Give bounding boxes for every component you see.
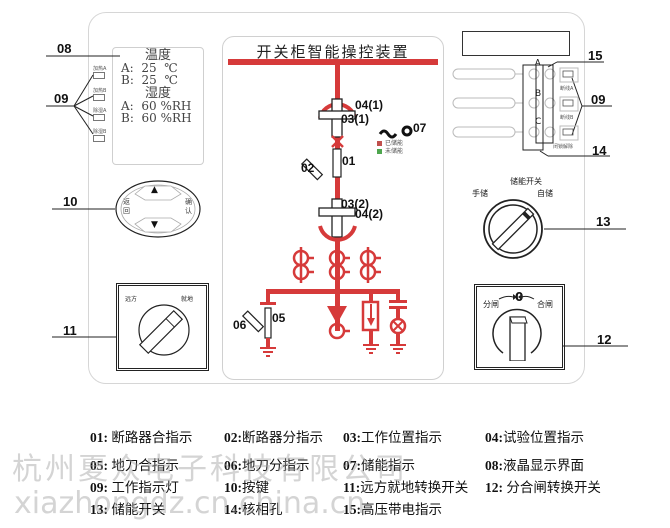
callout-10: 10: [63, 194, 78, 209]
indicator-04-1-03-1: [318, 98, 356, 138]
callout-13: 13: [596, 214, 611, 229]
breaker-open-indicator-02: [300, 158, 324, 181]
energy-switch-manual-label: 手储: [472, 189, 488, 198]
lcd-temperature-heading: 温度: [144, 48, 171, 63]
ground-symbol-lamp: [390, 344, 406, 354]
legend-item-03: 03:工作位置指示: [343, 430, 442, 445]
label-04-1: 04(1): [355, 98, 384, 112]
breaker-closed-indicator-01: [332, 148, 342, 178]
legend-item-15: 15:高压带电指示: [343, 502, 442, 517]
lamp-label-heat-b: 加热B: [93, 88, 107, 94]
lamp-dehumid-a: [93, 114, 105, 121]
legend-item-08: 08:液晶显示界面: [485, 458, 584, 473]
callout-15: 15: [588, 48, 603, 63]
lamp-label-dehumid-b: 除湿B: [93, 129, 107, 135]
lower-contact-arc: [318, 225, 357, 242]
lcd-temp-row-a: A: 25 ℃: [121, 61, 178, 75]
open-close-switch[interactable]: 分闸 0 合闸: [474, 284, 565, 370]
close-label: 合闸: [537, 300, 553, 309]
keypad-shape: [115, 180, 201, 238]
legend-item-01: 01: 断路器合指示: [90, 430, 193, 445]
legend-item-05: 05: 地刀合指示: [90, 458, 179, 473]
earthing-closed-indicator-05: [264, 307, 272, 339]
storage-legend: 已储能 未储能: [377, 140, 403, 156]
energy-switch-auto-label: 自储: [537, 189, 553, 198]
callout-12: 12: [597, 332, 612, 347]
lamp-label-heat-a: 加热A: [93, 66, 107, 72]
label-01: 01: [342, 154, 356, 168]
energy-storage-switch[interactable]: [480, 196, 546, 262]
single-line-diagram: [228, 59, 438, 357]
open-label: 分闸: [483, 300, 499, 309]
label-05: 05: [272, 311, 286, 325]
callout-line-14: [539, 150, 549, 157]
legend-item-04: 04:试验位置指示: [485, 430, 584, 445]
remote-local-knob: [138, 304, 190, 356]
legend-item-09: 09: 工作指示灯: [90, 480, 179, 495]
phase-label-b: B: [535, 89, 542, 99]
callout-08: 08: [57, 41, 72, 56]
current-transformers: [292, 247, 381, 283]
legend-item-10: 10:按键: [224, 480, 269, 495]
keypad-confirm-button[interactable]: 确认: [185, 198, 192, 215]
lamp-heat-b: [93, 94, 105, 101]
label-07: 07: [413, 121, 427, 135]
blank-window: [462, 31, 570, 56]
legend-item-12: 12: 分合闸转换开关: [485, 480, 601, 495]
cable-terminal-arrow: [327, 306, 347, 324]
callout-09-right: 09: [591, 92, 606, 107]
indicator-03-2-04-2: [318, 198, 356, 238]
lcd-temp-row-b: B: 25 ℃: [121, 73, 178, 87]
keypad: ▲ ▼ 返回 确认: [115, 180, 201, 238]
lcd-hum-row-b: B: 60 %RH: [121, 111, 192, 125]
legend-item-06: 06:地刀分指示: [224, 458, 310, 473]
phase-sockets: [452, 64, 579, 151]
storage-indicator-07: [378, 125, 413, 139]
ground-symbol-arrester: [363, 344, 379, 354]
right-lamp-label-break-a: 断线A: [560, 86, 574, 92]
lcd-humidity-heading: 湿度: [144, 86, 171, 101]
keypad-up-button[interactable]: ▲: [151, 185, 158, 195]
energy-switch-title: 储能开关: [510, 177, 542, 186]
keypad-down-button[interactable]: ▼: [151, 220, 158, 230]
keypad-back-button[interactable]: 返回: [123, 198, 130, 215]
lamp-heat-a: [93, 72, 105, 79]
legend-item-02: 02:断路器分指示: [224, 430, 323, 445]
label-02: 02: [301, 161, 315, 175]
device-title: 开关柜智能操控装置: [256, 43, 410, 61]
remote-local-switch[interactable]: 远方 就地: [116, 283, 209, 371]
main-feeder: [335, 65, 340, 331]
callout-14: 14: [592, 143, 607, 158]
right-lamp-label-unlock: 闭锁解除: [553, 144, 574, 150]
callout-11: 11: [63, 323, 77, 338]
busbar: [228, 59, 438, 65]
right-lamp-label-break-b: 断线B: [560, 115, 574, 121]
label-04-2: 04(2): [355, 207, 384, 221]
lamp-label-dehumid-a: 除湿A: [93, 108, 107, 114]
lamp-dehumid-b: [93, 135, 105, 142]
lcd-hum-row-a: A: 60 %RH: [121, 99, 192, 113]
legend-item-14: 14:核相孔: [224, 502, 283, 517]
lcd-display: 温度 A: 25 ℃ B: 25 ℃ 湿度 A: 60 %RH B: 60 %R…: [112, 47, 204, 165]
label-03-2: 03(2): [341, 197, 370, 211]
ground-symbol-left: [260, 347, 276, 357]
label-03-1: 03(1): [341, 112, 370, 126]
open-close-knob: [492, 294, 542, 361]
legend-item-13: 13: 储能开关: [90, 502, 166, 517]
phase-label-a: A: [535, 58, 541, 67]
legend-item-07: 07:储能指示: [343, 458, 415, 473]
remote-label: 远方: [125, 296, 138, 303]
legend-item-11: 11:远方就地转换开关: [343, 480, 469, 495]
label-06: 06: [233, 318, 247, 332]
legend-stored: 已储能: [377, 140, 403, 148]
legend-not-stored: 未储能: [377, 148, 403, 156]
callout-09-left: 09: [54, 91, 69, 106]
branch-bus: [266, 289, 400, 294]
local-label: 就地: [181, 296, 194, 303]
earthing-open-indicator-06: [241, 310, 265, 333]
breaker-x-mark: [331, 135, 344, 148]
phase-label-c: C: [535, 117, 542, 127]
